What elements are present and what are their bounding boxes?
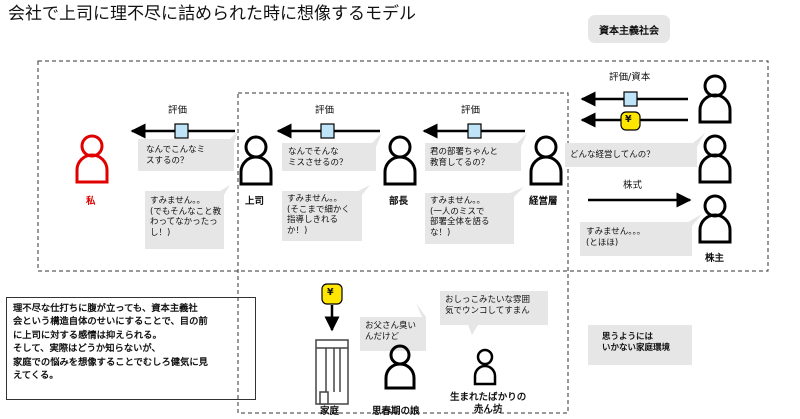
person-manager-icon <box>383 135 417 186</box>
bubble-exec-reply <box>580 214 702 256</box>
evaluation-token-boss <box>320 123 335 139</box>
bubble-me-reply <box>145 185 230 249</box>
capitalism-boundary <box>37 60 769 272</box>
bubble-text-daughter: お父さん臭い んだけど <box>365 321 417 342</box>
yen-token-capital <box>620 111 641 131</box>
person-shareholder-2-icon <box>698 134 732 184</box>
person-shareholder-3-icon <box>698 194 732 244</box>
explanation-note: 理不尽な仕打ちに腹が立っても、資本主義社 会という構造自体のせいにすることで、目… <box>6 297 256 400</box>
bubble-home-env <box>588 325 692 365</box>
bubble-text-exec-reply: すみません。。。 (とほほ) <box>586 227 646 248</box>
bubble-text-share-to-exec: どんな経営してんの？ <box>570 150 655 160</box>
bubbles <box>138 131 705 365</box>
person-baby-icon <box>473 348 497 386</box>
bubble-manager-to-boss <box>282 133 382 171</box>
bubble-text-manager-reply: すみません。。 (一人のミスで 部署全体を語る な！) <box>430 196 490 238</box>
evaluation-token-me <box>174 123 189 139</box>
bubble-text-me-reply: すみません。。 (でもそんなこと教 わってなかったっ し！) <box>150 196 222 238</box>
bubble-text-manager-to-boss: なんでそんな ミスさせるの？ <box>288 147 348 168</box>
yen-glyph-home: ¥ <box>327 287 334 298</box>
bubble-boss-to-me <box>138 131 238 171</box>
actor-manager: 部長 <box>389 196 409 207</box>
company-boundary <box>237 92 569 414</box>
bubble-text-exec-to-manager: 君の部署ちゃんと 教育してるの？ <box>430 147 499 168</box>
actor-baby: 生まれたばかりの 赤ん坊 <box>450 392 527 415</box>
actor-shareholders: 株主 <box>705 253 725 264</box>
evaluation-token-capital <box>623 91 638 107</box>
house-icon <box>315 339 349 405</box>
person-executives-icon <box>529 135 563 186</box>
bubble-text-baby: おしっこみたいな雰囲 気でウンコしてすまん <box>445 295 531 316</box>
bubble-daughter <box>360 303 426 351</box>
bubble-text-boss-to-me: なんでこんなミ スするの？ <box>146 145 206 166</box>
actor-me: 私 <box>86 196 96 207</box>
bubble-text-boss-reply: すみません。。 (そこまで細かく 指導しきれる か！) <box>287 194 350 236</box>
actor-home: 家庭 <box>320 406 340 417</box>
bubble-share-to-exec <box>565 133 705 167</box>
bubble-exec-to-manager <box>425 133 527 171</box>
yen-token-home <box>321 283 343 305</box>
person-me-icon <box>75 134 109 184</box>
actor-boss: 上司 <box>245 196 265 207</box>
eval-label-boss: 評価 <box>315 105 335 116</box>
page-title: 会社で上司に理不尽に詰められた時に想像するモデル <box>8 4 416 24</box>
eval-label-manager: 評価 <box>461 105 481 116</box>
bubble-manager-reply <box>425 187 524 244</box>
person-daughter-icon <box>384 344 416 390</box>
evaluation-token-manager <box>467 123 482 139</box>
home-env-text: 思うようには いかない家庭環境 <box>602 332 671 353</box>
actor-daughter: 思春期の娘 <box>372 406 420 417</box>
bubble-boss-reply <box>282 185 370 241</box>
capitalism-label: 資本主義社会 <box>588 15 670 43</box>
person-shareholder-1-icon <box>698 74 732 124</box>
stock-label: 株式 <box>623 180 643 191</box>
yen-glyph-capital: ¥ <box>625 114 632 125</box>
bubble-baby <box>440 291 548 335</box>
eval-label-me: 評価 <box>168 105 188 116</box>
person-boss-icon <box>239 135 273 186</box>
actor-executives: 経営層 <box>529 196 558 207</box>
eval-capital-label: 評価/資本 <box>609 72 651 83</box>
